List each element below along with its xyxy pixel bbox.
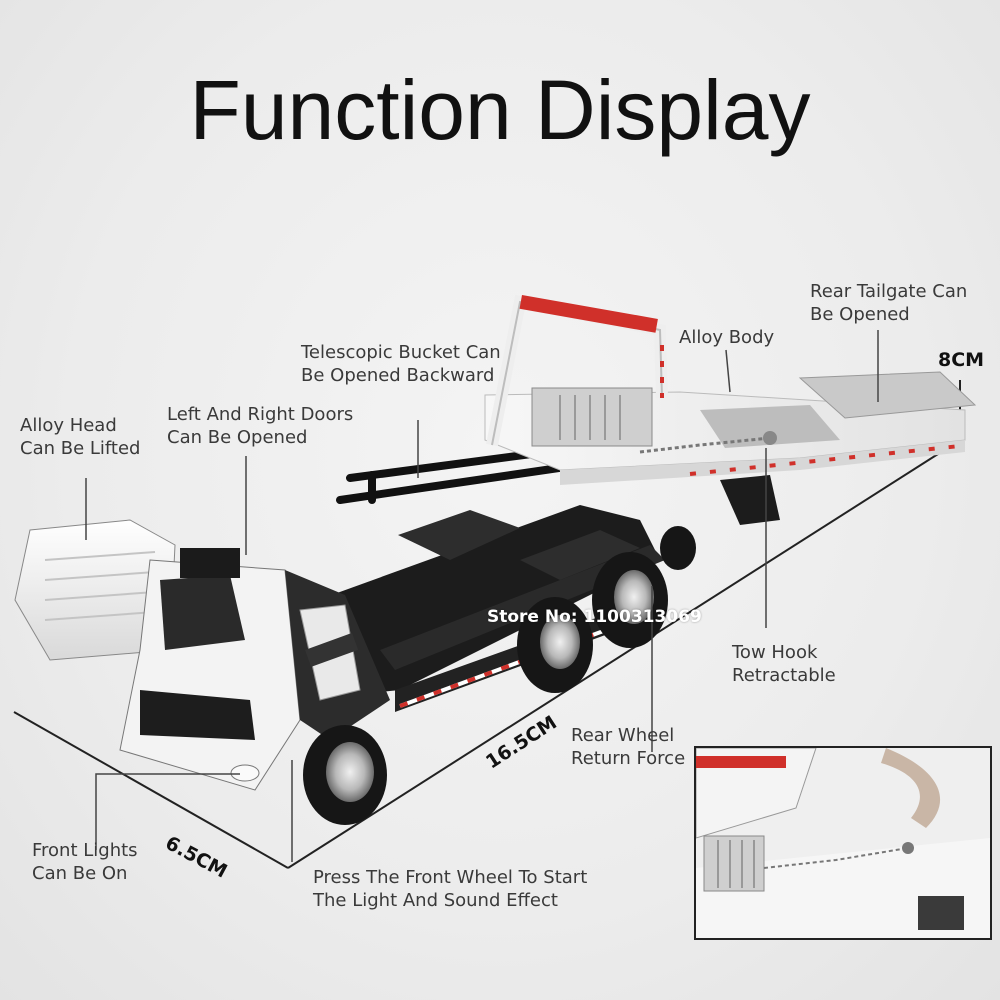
wheels bbox=[303, 526, 696, 825]
callout-alloy-head: Alloy Head Can Be Lifted bbox=[20, 414, 140, 460]
width-line bbox=[13, 711, 289, 869]
tow-hook-inset-photo bbox=[694, 746, 992, 940]
callout-doors-line2: Can Be Opened bbox=[167, 427, 308, 448]
length-line bbox=[287, 439, 961, 869]
callout-rear-wheel: Rear Wheel Return Force bbox=[571, 724, 685, 770]
callout-doors: Left And Right Doors Can Be Opened bbox=[167, 403, 353, 449]
flatbed-deck bbox=[484, 294, 977, 525]
callout-tow-hook-line1: Tow Hook bbox=[732, 642, 818, 663]
callout-tow-hook: Tow Hook Retractable bbox=[732, 641, 836, 687]
callout-front-wheel: Press The Front Wheel To Start The Light… bbox=[313, 866, 587, 912]
callout-alloy-body-line1: Alloy Body bbox=[679, 327, 775, 348]
callout-front-wheel-line2: The Light And Sound Effect bbox=[313, 890, 558, 911]
callout-alloy-head-line2: Can Be Lifted bbox=[20, 438, 141, 459]
dimension-height: 8CM bbox=[938, 349, 985, 371]
callout-bucket: Telescopic Bucket Can Be Opened Backward bbox=[301, 341, 501, 387]
callout-front-lights-line2: Can Be On bbox=[32, 863, 128, 884]
callout-alloy-head-line1: Alloy Head bbox=[20, 415, 117, 436]
callout-front-lights-line1: Front Lights bbox=[32, 840, 138, 861]
callout-tailgate-line2: Be Opened bbox=[810, 304, 910, 325]
callout-bucket-line1: Telescopic Bucket Can bbox=[301, 342, 501, 363]
callout-doors-line1: Left And Right Doors bbox=[167, 404, 354, 425]
truck-chassis bbox=[290, 505, 665, 712]
callout-bucket-line2: Be Opened Backward bbox=[301, 365, 495, 386]
callout-alloy-body: Alloy Body bbox=[679, 326, 774, 349]
truck-cab bbox=[14, 519, 390, 791]
callout-rear-wheel-line1: Rear Wheel bbox=[571, 725, 675, 746]
page-title: Function Display bbox=[189, 63, 811, 157]
callout-tow-hook-line2: Retractable bbox=[732, 665, 836, 686]
callout-tailgate: Rear Tailgate Can Be Opened bbox=[810, 280, 967, 326]
callout-lines bbox=[85, 330, 879, 862]
callout-tailgate-line1: Rear Tailgate Can bbox=[810, 281, 968, 302]
store-watermark: Store No: 1100313069 bbox=[487, 607, 702, 627]
callout-front-lights: Front Lights Can Be On bbox=[32, 839, 138, 885]
callout-front-wheel-line1: Press The Front Wheel To Start bbox=[313, 867, 588, 888]
callout-rear-wheel-line2: Return Force bbox=[571, 748, 686, 769]
